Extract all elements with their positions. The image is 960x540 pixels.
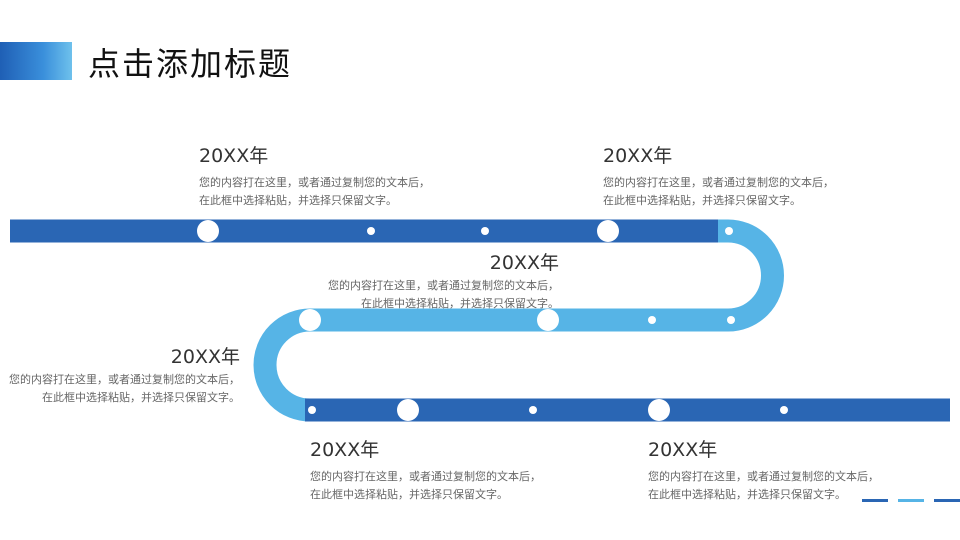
timeline-year: 20XX年 (489, 252, 559, 274)
milestone-marker[interactable] (397, 399, 419, 421)
page-title[interactable]: 点击添加标题 (88, 45, 293, 83)
timeline-item-6[interactable]: 20XX年 您的内容打在这里，或者通过复制您的文本后， 在此框中选择粘贴，并选择… (648, 438, 879, 504)
road-dot (529, 406, 537, 414)
timeline-description: 您的内容打在这里，或者通过复制您的文本后， 在此框中选择粘贴，并选择只保留文字。 (603, 176, 834, 207)
timeline-year: 20XX年 (310, 439, 380, 461)
timeline-description: 您的内容打在这里，或者通过复制您的文本后， 在此框中选择粘贴，并选择只保留文字。 (310, 470, 541, 501)
timeline-item-5[interactable]: 20XX年 您的内容打在这里，或者通过复制您的文本后， 在此框中选择粘贴，并选择… (310, 438, 541, 504)
timeline-year: 20XX年 (648, 439, 718, 461)
timeline-item-1[interactable]: 20XX年 您的内容打在这里，或者通过复制您的文本后， 在此框中选择粘贴，并选择… (199, 144, 430, 210)
road-top-segment (10, 219, 718, 243)
road-dot (780, 406, 788, 414)
decoration-dash (862, 499, 888, 502)
timeline-year: 20XX年 (199, 145, 269, 167)
milestone-marker[interactable] (648, 399, 670, 421)
milestone-marker[interactable] (299, 309, 321, 331)
timeline-item-3[interactable]: 20XX年 您的内容打在这里，或者通过复制您的文本后， 在此框中选择粘贴，并选择… (300, 251, 559, 313)
road-dot (367, 227, 375, 235)
milestone-marker[interactable] (597, 220, 619, 242)
timeline-item-2[interactable]: 20XX年 您的内容打在这里，或者通过复制您的文本后， 在此框中选择粘贴，并选择… (603, 144, 834, 210)
road-dot (648, 316, 656, 324)
timeline-description: 您的内容打在这里，或者通过复制您的文本后， 在此框中选择粘贴，并选择只保留文字。 (328, 279, 559, 310)
timeline-year: 20XX年 (170, 346, 240, 368)
road-bottom-segment (305, 398, 950, 422)
timeline-year: 20XX年 (603, 145, 673, 167)
road-dot (725, 227, 733, 235)
title-accent-bar (0, 42, 72, 80)
milestone-marker[interactable] (197, 220, 219, 242)
road-dot (481, 227, 489, 235)
timeline-description: 您的内容打在这里，或者通过复制您的文本后， 在此框中选择粘贴，并选择只保留文字。 (199, 176, 430, 207)
timeline-item-4[interactable]: 20XX年 您的内容打在这里，或者通过复制您的文本后， 在此框中选择粘贴，并选择… (0, 345, 240, 407)
timeline-description: 您的内容打在这里，或者通过复制您的文本后， 在此框中选择粘贴，并选择只保留文字。 (9, 373, 240, 404)
road-dot (308, 406, 316, 414)
decoration-dash (898, 499, 924, 502)
road-dot (727, 316, 735, 324)
timeline-description: 您的内容打在这里，或者通过复制您的文本后， 在此框中选择粘贴，并选择只保留文字。 (648, 470, 879, 501)
milestone-marker[interactable] (537, 309, 559, 331)
decoration-dash (934, 499, 960, 502)
